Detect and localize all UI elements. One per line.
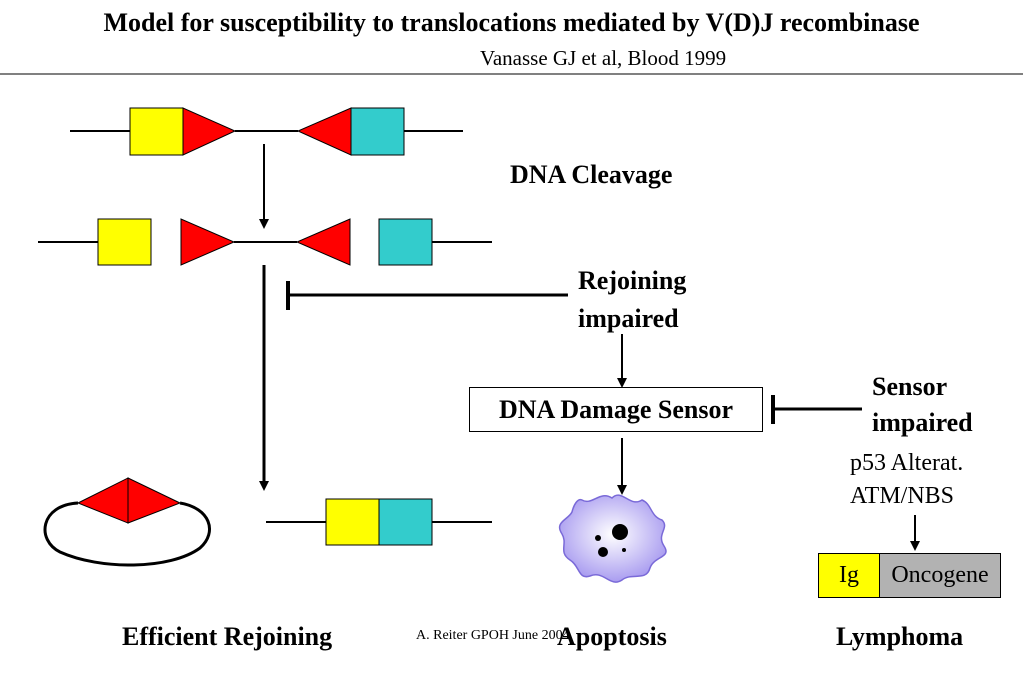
ig-label: Ig xyxy=(839,562,859,588)
cyan-coding-segment xyxy=(350,107,405,156)
p53-label: p53 Alterat. xyxy=(850,450,964,476)
signal-joint-circle xyxy=(43,477,211,567)
coding-joint xyxy=(266,498,492,546)
oncogene-segment: Oncogene xyxy=(879,553,1001,598)
ig-segment: Ig xyxy=(818,553,880,598)
sensor-impaired-label-line2: impaired xyxy=(872,408,973,437)
rss-triangle xyxy=(182,107,237,156)
yellow-coding-segment xyxy=(129,107,184,156)
fragment xyxy=(595,535,601,541)
fragment xyxy=(622,548,626,552)
rss-triangle xyxy=(295,218,351,266)
sensor-impaired-label-line1: Sensor xyxy=(872,372,948,401)
lymphoma-label: Lymphoma xyxy=(836,622,964,651)
rss-diamond-right xyxy=(127,477,182,524)
yellow-coding-segment xyxy=(97,218,152,266)
rss-triangle xyxy=(180,218,236,266)
rejoining-impaired-label-line1: Rejoining xyxy=(578,266,687,295)
fragment xyxy=(612,524,628,540)
cyan-coding-segment xyxy=(378,498,433,546)
atm-nbs-label: ATM/NBS xyxy=(850,483,955,509)
efficient-rejoining-label: Efficient Rejoining xyxy=(122,622,333,651)
slide-footer: A. Reiter GPOH June 2004 xyxy=(416,628,570,643)
intact-locus xyxy=(70,107,463,156)
rss-diamond-left xyxy=(76,477,129,524)
citation: Vanasse GJ et al, Blood 1999 xyxy=(480,46,727,70)
dna-damage-sensor-label: DNA Damage Sensor xyxy=(499,394,733,424)
rss-triangle xyxy=(296,107,352,156)
slide-title: Model for susceptibility to translocatio… xyxy=(103,8,920,37)
apoptosis-label: Apoptosis xyxy=(557,622,667,651)
rejoining-impaired-label-line2: impaired xyxy=(578,304,679,333)
yellow-coding-segment xyxy=(325,498,380,546)
cyan-coding-segment xyxy=(378,218,433,266)
oncogene-label: Oncogene xyxy=(891,562,989,588)
fragment xyxy=(598,547,608,557)
dna-damage-sensor-box: DNA Damage Sensor xyxy=(469,387,763,432)
apoptotic-cell-icon xyxy=(558,494,667,583)
cleaved-locus xyxy=(38,218,492,266)
dna-cleavage-label: DNA Cleavage xyxy=(510,160,673,189)
